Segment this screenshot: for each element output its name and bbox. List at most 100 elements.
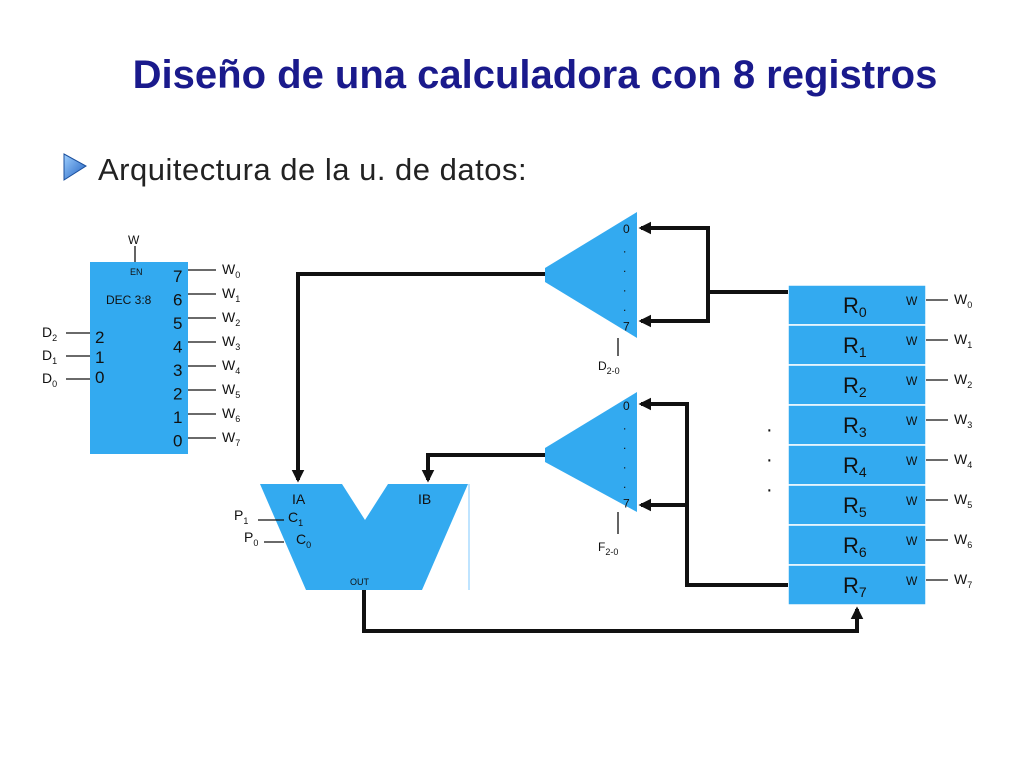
wire-mux-bottom-to-alu-b: [421, 453, 545, 483]
register-name: R4: [843, 453, 867, 480]
register-3: [787, 404, 927, 446]
decoder-output-label: W0: [222, 261, 240, 280]
register-name: R2: [843, 373, 867, 400]
wire-regs-to-mux-top-0: [638, 221, 710, 292]
register-4: [787, 444, 927, 486]
register-write-signal: W1: [954, 331, 972, 350]
ellipsis-dot: ·: [766, 449, 773, 471]
decoder-output-label: W2: [222, 309, 240, 328]
decoder-enable-input: W: [128, 233, 140, 247]
decoder-input-label: D1: [42, 347, 57, 366]
register-write-pin: W: [906, 494, 918, 508]
register-write-pin: W: [906, 574, 918, 588]
mux-top: 0.... 7 D2-0: [545, 212, 637, 376]
decoder-label: DEC 3:8: [106, 293, 152, 307]
mux-input-label: .: [623, 419, 626, 433]
mux-input-label: 0: [623, 222, 630, 236]
alu-control-signal: P1: [234, 507, 248, 526]
register-name: R3: [843, 413, 867, 440]
triangle-bullet-icon: [63, 153, 87, 181]
mux-input-label: 0: [623, 399, 630, 413]
register-name: R1: [843, 333, 867, 360]
mux-input-label: .: [623, 458, 626, 472]
alu-output-label: OUT: [350, 577, 370, 587]
mux-input-label: .: [623, 261, 626, 275]
mux-bottom-select-label: F2-0: [598, 540, 618, 557]
wire-regs-to-mux-bottom-7: [638, 498, 788, 587]
mux-input-label: 7: [623, 320, 630, 334]
register-write-pin: W: [906, 334, 918, 348]
wire-regs-to-mux-bottom-0: [638, 397, 689, 505]
mux-bottom-block: [545, 392, 637, 512]
alu-control-signal: P0: [244, 529, 258, 548]
decoder-output-label: W1: [222, 285, 240, 304]
mux-input-label: .: [623, 281, 626, 295]
register-write-pin: W: [906, 374, 918, 388]
register-write-signal: W3: [954, 411, 972, 430]
mux-top-block: [545, 212, 637, 338]
decoder-output-number: 5: [173, 314, 182, 333]
decoder-input-number: 0: [95, 368, 104, 387]
register-write-pin: W: [906, 294, 918, 308]
decoder-block: [90, 262, 188, 454]
mux-input-label: .: [623, 438, 626, 452]
mux-input-label: .: [623, 477, 626, 491]
register-write-signal: W7: [954, 571, 972, 590]
alu-input-a-label: IA: [292, 491, 306, 507]
wire-alu-out-to-r7: [362, 590, 864, 633]
register-write-signal: W2: [954, 371, 972, 390]
mux-input-label: .: [623, 242, 626, 256]
register-2: [787, 364, 927, 406]
register-write-signal: W5: [954, 491, 972, 510]
slide-title: Diseño de una calculadora con 8 registro…: [132, 53, 938, 97]
decoder-output-label: W3: [222, 333, 240, 352]
decoder-input-label: D2: [42, 324, 57, 343]
register-write-pin: W: [906, 534, 918, 548]
alu-block: [260, 484, 468, 590]
mux-bottom: 0.... 7 F2-0: [545, 392, 637, 557]
register-write-pin: W: [906, 454, 918, 468]
register-0: [787, 284, 927, 326]
decoder-input-number: 2: [95, 328, 104, 347]
decoder-input-number: 1: [95, 348, 104, 367]
decoder-output-number: 4: [173, 338, 182, 357]
mux-top-select-label: D2-0: [598, 359, 620, 376]
decoder-output-number: 1: [173, 408, 182, 427]
ellipsis-dot: ·: [766, 479, 773, 501]
alu-control-pin: C1: [288, 509, 303, 528]
decoder-output-number: 3: [173, 361, 182, 380]
ellipsis-dot: ·: [766, 419, 773, 441]
decoder-enable-label: EN: [130, 267, 143, 277]
decoder-output-number: 6: [173, 291, 182, 310]
register-name: R6: [843, 533, 867, 560]
register-name: R0: [843, 293, 867, 320]
register-write-pin: W: [906, 414, 918, 428]
wire-regs-to-mux-top-7: [638, 290, 788, 328]
register-write-signal: W4: [954, 451, 972, 470]
register-write-signal: W0: [954, 291, 972, 310]
register-6: [787, 524, 927, 566]
decoder-output-label: W7: [222, 429, 240, 448]
register-name: R5: [843, 493, 867, 520]
decoder-output-label: W5: [222, 381, 240, 400]
alu-control-pin: C0: [296, 531, 311, 550]
decoder-output-number: 7: [173, 267, 182, 286]
wires: [291, 221, 864, 633]
register-5: [787, 484, 927, 526]
decoder-input-label: D0: [42, 370, 57, 389]
decoder-output-number: 2: [173, 385, 182, 404]
mux-input-label: .: [623, 300, 626, 314]
register-write-signal: W6: [954, 531, 972, 550]
decoder-output-label: W6: [222, 405, 240, 424]
alu-input-b-label: IB: [418, 491, 431, 507]
wire-mux-top-to-alu-a: [291, 272, 545, 483]
register-name: R7: [843, 573, 867, 600]
decoder-output-label: W4: [222, 357, 240, 376]
bullet-text: Arquitectura de la u. de datos:: [98, 152, 528, 187]
decoder-output-number: 0: [173, 432, 182, 451]
mux-input-label: 7: [623, 497, 630, 511]
